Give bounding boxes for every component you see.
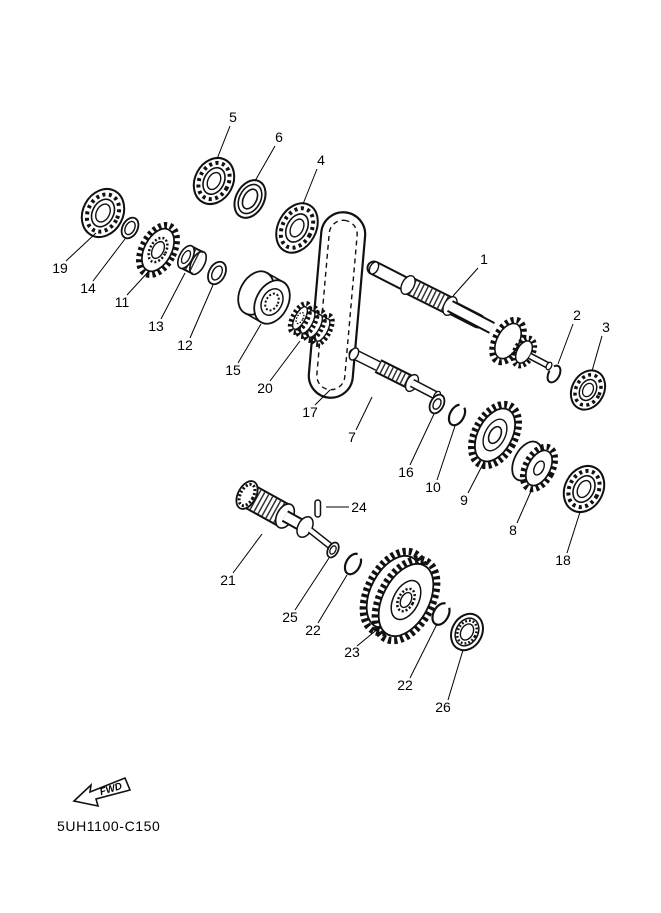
callout-6: 6 [275, 129, 283, 145]
callout-12: 12 [177, 337, 193, 353]
callout-20: 20 [257, 380, 273, 396]
gear-9 [468, 400, 522, 470]
callout-1: 1 [480, 251, 488, 267]
gear-11 [136, 222, 180, 278]
bearing-4 [275, 202, 319, 254]
callout-3: 3 [602, 319, 610, 335]
callouts: 5 6 4 19 14 11 13 12 15 20 17 1 2 3 7 16… [52, 109, 610, 715]
callout-10: 10 [425, 479, 441, 495]
callout-14: 14 [80, 280, 96, 296]
sprocket-20 [287, 300, 335, 348]
bearing-5 [192, 157, 236, 205]
bearing-18 [562, 465, 606, 513]
clutch-boss-15 [237, 270, 291, 325]
washer-16 [428, 393, 446, 415]
dowel-pin-24 [314, 499, 322, 518]
drive-chain [307, 211, 367, 399]
callout-24: 24 [351, 499, 367, 515]
callout-11: 11 [115, 294, 130, 310]
gear-8 [511, 440, 559, 493]
washer-14 [120, 216, 140, 240]
circlip-2 [546, 364, 562, 384]
callout-22-b: 22 [397, 677, 413, 693]
callout-23: 23 [344, 644, 360, 660]
callout-21: 21 [220, 572, 236, 588]
circlip-22-b [431, 602, 451, 626]
gear-23 [359, 547, 441, 645]
callout-22-a: 22 [305, 622, 321, 638]
callout-26: 26 [435, 699, 451, 715]
callout-5: 5 [229, 109, 237, 125]
seal-6 [233, 179, 267, 219]
callout-7: 7 [348, 429, 356, 445]
callout-9: 9 [460, 492, 468, 508]
callout-8: 8 [509, 522, 517, 538]
callout-2: 2 [573, 307, 581, 323]
callout-17: 17 [302, 404, 318, 420]
callout-13: 13 [148, 318, 164, 334]
washer-25 [326, 541, 340, 559]
main-shaft-1 [366, 260, 553, 371]
drive-shaft-7 [348, 347, 442, 402]
bearing-26 [450, 612, 484, 652]
bearing-19 [80, 188, 126, 238]
callout-25: 25 [282, 609, 298, 625]
circlip-10 [447, 403, 467, 427]
bearing-3 [569, 369, 607, 411]
callout-16: 16 [398, 464, 414, 480]
circlip-22-a [343, 552, 363, 576]
diagram-code: 5UH1100-C150 [57, 818, 160, 834]
callout-18: 18 [555, 552, 571, 568]
callout-15: 15 [225, 362, 241, 378]
fwd-arrow: FWD [72, 776, 132, 808]
callout-4: 4 [317, 152, 325, 168]
needle-bearing-13 [176, 244, 208, 276]
washer-12 [207, 260, 227, 286]
callout-19: 19 [52, 260, 68, 276]
middle-shaft-21 [235, 480, 338, 554]
leader-lines [65, 125, 603, 701]
